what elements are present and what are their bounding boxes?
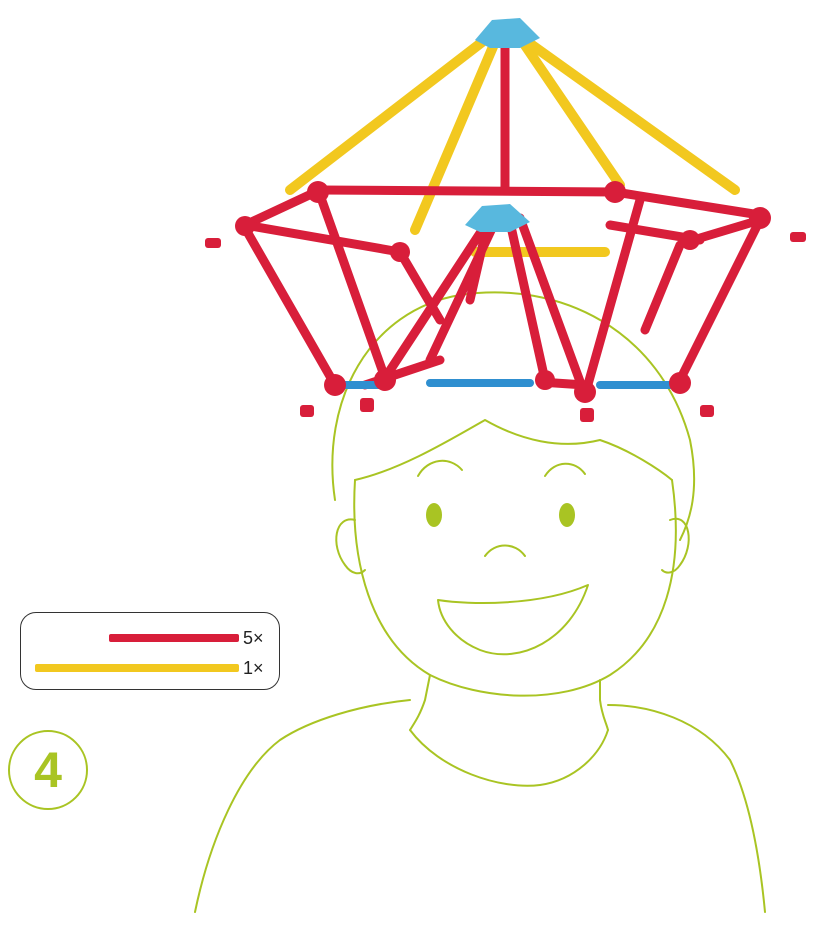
parts-list-box: 5× 1× bbox=[20, 612, 280, 690]
mouth bbox=[438, 585, 588, 654]
left-eye bbox=[426, 503, 442, 527]
yellow-rod-quantity: 1× bbox=[243, 659, 264, 677]
part-row-red: 5× bbox=[109, 629, 264, 647]
red-rod-quantity: 5× bbox=[243, 629, 264, 647]
left-eyebrow bbox=[418, 461, 462, 476]
hair-outline bbox=[332, 292, 694, 540]
part-row-yellow: 1× bbox=[35, 659, 264, 677]
hair-fringe bbox=[355, 420, 672, 480]
neck-left bbox=[410, 675, 430, 730]
nose bbox=[485, 546, 525, 557]
eyes bbox=[426, 503, 575, 527]
neck-right bbox=[600, 680, 608, 730]
right-eyebrow bbox=[545, 464, 585, 476]
red-rod-icon bbox=[109, 634, 239, 642]
face-outline bbox=[354, 480, 676, 696]
left-shoulder bbox=[195, 700, 410, 912]
collar bbox=[410, 730, 608, 786]
yellow-rod-icon bbox=[35, 664, 239, 672]
right-eye bbox=[559, 503, 575, 527]
rod-structure-illustration bbox=[205, 18, 806, 422]
right-shoulder bbox=[608, 705, 765, 912]
step-number-badge: 4 bbox=[8, 730, 88, 810]
